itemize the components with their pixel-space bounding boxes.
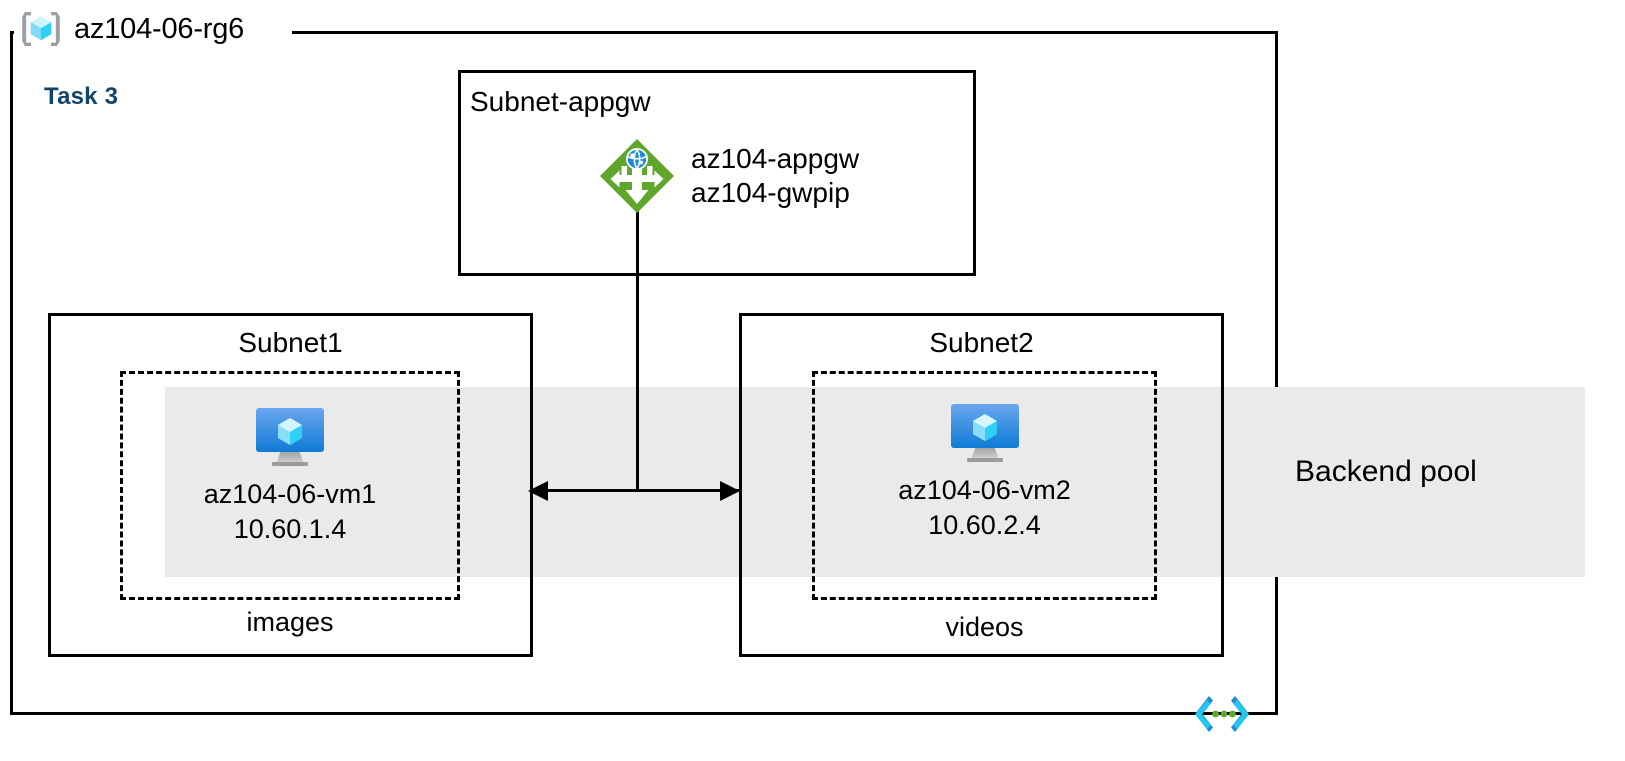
code-brackets-icon [1192,692,1252,736]
subnet1-group-caption: images [246,607,334,637]
vm-card-az104-06-vm2: az104-06-vm2 10.60.2.4 [812,396,1157,542]
arrowhead-right-icon [720,481,740,501]
backend-pool-label: Backend pool [1295,455,1477,488]
subnet1-vm-group [120,371,460,600]
subnet2-box [739,313,1224,657]
resource-group-label-mask [14,14,292,54]
vm1-ip: 10.60.1.4 [233,513,347,544]
appgw-name-line-1: az104-appgw [691,142,860,174]
subnet2-group-caption: videos [945,612,1024,642]
application-gateway-node: az104-appgw az104-gwpip [597,136,859,216]
subnet-appgw-box [458,70,976,276]
application-gateway-icon [597,136,677,216]
vm2-name: az104-06-vm2 [898,475,1071,505]
vm-card-az104-06-vm1: az104-06-vm1 10.60.1.4 [120,400,460,546]
vm1-name: az104-06-vm1 [203,479,377,509]
subnet-appgw-title: Subnet-appgw [470,86,651,117]
subnet1-subnet2-connector [533,489,741,492]
resource-group-frame [10,31,1278,715]
backend-pool-band [165,387,1585,577]
virtual-machine-icon [946,404,1024,472]
appgw-to-subnets-connector [636,205,639,491]
arrowhead-left-icon [528,481,548,501]
subnet2-title: Subnet2 [929,327,1034,358]
appgw-name-line-2: az104-gwpip [691,177,850,208]
application-gateway-labels: az104-appgw az104-gwpip [691,142,859,210]
vm2-ip: 10.60.2.4 [928,509,1041,540]
resource-group-cube-icon [18,6,64,52]
subnet1-title: Subnet1 [238,327,343,358]
resource-group-label: az104-06-rg6 [18,6,244,52]
task-label: Task 3 [44,83,119,110]
resource-group-name: az104-06-rg6 [74,12,245,45]
virtual-machine-icon [251,408,329,476]
subnet2-vm-group [812,371,1157,600]
